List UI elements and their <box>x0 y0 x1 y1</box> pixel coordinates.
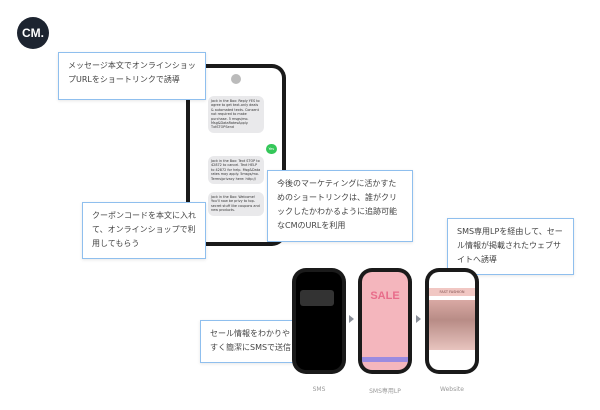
callout-tracking: 今後のマーケティングに活かすためのショートリンクは、誰がクリックしたかわかるよう… <box>267 170 413 242</box>
callout-website: SMS専用LPを経由して、セール情報が掲載されたウェブサイトへ誘導 <box>447 218 574 275</box>
message-bubble-sent: Yes <box>265 144 277 155</box>
lp-phone: SALE <box>358 268 412 374</box>
sms-bubble <box>300 290 334 306</box>
callout-sms: セール情報をわかりやすく簡潔にSMSで送信 <box>200 320 304 363</box>
flow-label-lp: SMS専用LP <box>369 388 401 395</box>
callout-text: SMS専用LPを経由して、セール情報が掲載されたウェブサイトへ誘導 <box>457 227 563 264</box>
callout-text: クーポンコードを本文に入れて、オンラインショップで利用してもらう <box>92 211 196 248</box>
lp-button <box>362 357 408 362</box>
callout-text: メッセージ本文でオンラインショップURLをショートリンクで誘導 <box>68 61 196 84</box>
callout-text: 今後のマーケティングに活かすためのショートリンクは、誰がクリックしたかわかるよう… <box>277 179 397 230</box>
flow-label-sms: SMS <box>312 386 326 393</box>
contact-avatar-icon <box>231 74 241 84</box>
site-banner <box>429 300 475 350</box>
lp-sale-text: SALE <box>370 290 400 302</box>
callout-text: セール情報をわかりやすく簡潔にSMSで送信 <box>210 329 292 352</box>
message-bubble: Jack in the Box: Reply YES to agree to g… <box>208 96 264 133</box>
flow-arrow-icon <box>349 315 354 323</box>
site-title: FAST FASHION <box>429 288 475 296</box>
website-phone: FAST FASHION <box>425 268 479 374</box>
flow-label-website: Website <box>440 386 464 393</box>
message-bubble: Jack in the Box: Text STOP to 42872 to c… <box>208 156 264 185</box>
sms-phone <box>292 268 346 374</box>
flow-arrow-icon <box>416 315 421 323</box>
callout-coupon: クーポンコードを本文に入れて、オンラインショップで利用してもらう <box>82 202 206 259</box>
callout-shortlink: メッセージ本文でオンラインショップURLをショートリンクで誘導 <box>58 52 206 100</box>
main-phone: Jack in the Box: Reply YES to agree to g… <box>186 64 286 246</box>
message-bubble: Jack in the Box: Welcome! You'll now be … <box>208 192 264 216</box>
cm-logo: CM. <box>17 17 49 49</box>
